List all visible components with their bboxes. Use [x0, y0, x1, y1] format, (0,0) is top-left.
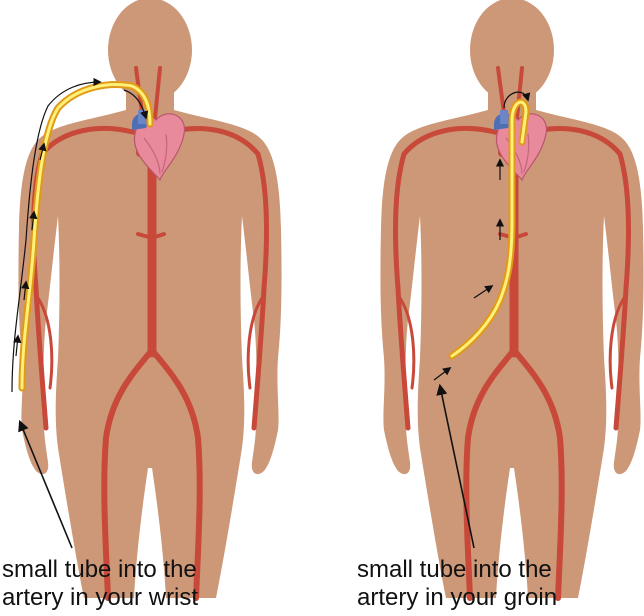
body-figure-groin: [380, 0, 643, 598]
caption-wrist: small tube into the artery in your wrist: [2, 556, 198, 612]
caption-wrist-line1: small tube into the: [2, 556, 198, 584]
caption-wrist-line2: artery in your wrist: [2, 584, 198, 612]
caption-groin-line1: small tube into the: [357, 556, 557, 584]
caption-groin-line2: artery in your groin: [357, 584, 557, 612]
body-figure-wrist: [18, 0, 281, 598]
caption-groin: small tube into the artery in your groin: [357, 556, 557, 612]
